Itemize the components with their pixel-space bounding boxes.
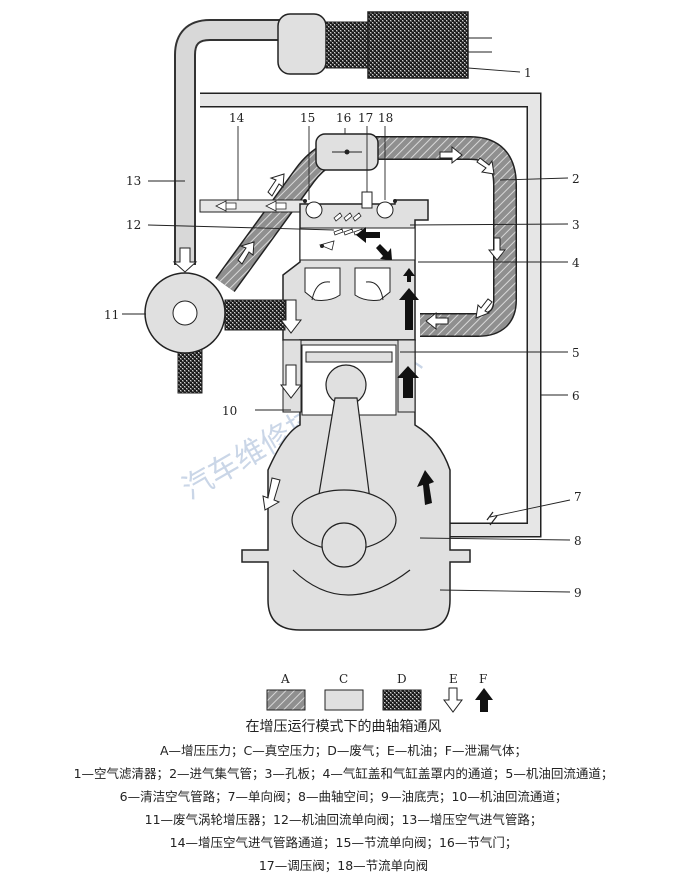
cylinder-head: [282, 191, 429, 341]
callout-4: 4: [572, 256, 580, 270]
caption-line: 1—空气滤清器；2—进气集气管；3—孔板；4—气缸盖和气缸盖罩内的通道；5—机油…: [73, 766, 614, 781]
callout-13: 13: [126, 174, 141, 188]
legend: A C D E F: [266, 672, 493, 713]
callout-12: 12: [126, 218, 141, 232]
caption-line: 14—增压空气进气管路通道；15—节流单向阀；16—节气门；: [169, 835, 518, 850]
crankcase-ventilation-diagram: 汽车维修技术与知识: [104, 11, 582, 713]
legend-letter-f: F: [479, 672, 487, 686]
callout-7: 7: [574, 490, 582, 504]
callout-18: 18: [378, 111, 393, 125]
caption-line: 6—清洁空气管路；7—单向阀；8—曲轴空间；9—油底壳；10—机油回流通道；: [119, 789, 568, 804]
legend-swatch-exhaust: [382, 689, 422, 711]
callout-5: 5: [572, 346, 580, 360]
legend-letter-e: E: [449, 672, 458, 686]
callout-2: 2: [572, 172, 580, 186]
callout-16: 16: [336, 111, 351, 125]
callout-3: 3: [572, 218, 580, 232]
callout-1: 1: [524, 66, 532, 80]
callout-15: 15: [300, 111, 315, 125]
legend-letter-c: C: [339, 672, 348, 686]
air-filter: [277, 11, 492, 79]
legend-swatch-vacuum: [324, 689, 364, 711]
callout-9: 9: [574, 586, 582, 600]
figure-caption: 在增压运行模式下的曲轴箱通风 A—增压压力；C—真空压力；D—废气；E—机油；F…: [0, 716, 687, 877]
callout-14: 14: [229, 111, 245, 125]
caption-line: A—增压压力；C—真空压力；D—废气；E—机油；F—泄漏气体；: [160, 743, 527, 758]
throttle-valve: [315, 133, 379, 171]
legend-swatch-boost-pressure: [266, 689, 306, 711]
callout-numbers: 1 2 3 4 5 6 7 8 9 10 11 12 13 14 15 16 1…: [104, 66, 582, 600]
boost-air-channel: [199, 199, 306, 213]
legend-blowby-arrow-icon: [475, 688, 493, 712]
callout-6: 6: [572, 389, 580, 403]
callout-8: 8: [574, 534, 582, 548]
legend-oil-arrow-icon: [443, 687, 463, 713]
caption-line: 17—调压阀；18—节流单向阀: [258, 858, 429, 873]
leader-lines: [122, 67, 571, 593]
check-valve: [486, 511, 498, 526]
legend-letter-a: A: [280, 672, 290, 686]
boost-air-intake-pipe: [172, 19, 300, 273]
legend-letter-d: D: [397, 672, 407, 686]
clean-air-line: [200, 92, 542, 538]
callout-17: 17: [358, 111, 373, 125]
caption-line: 11—废气涡轮增压器；12—机油回流单向阀；13—增压空气进气管路；: [144, 812, 543, 827]
callout-11: 11: [104, 308, 119, 322]
engine-block: [241, 299, 471, 631]
figure-title: 在增压运行模式下的曲轴箱通风: [245, 719, 442, 735]
turbocharger: [144, 272, 286, 394]
callout-10: 10: [222, 404, 237, 418]
